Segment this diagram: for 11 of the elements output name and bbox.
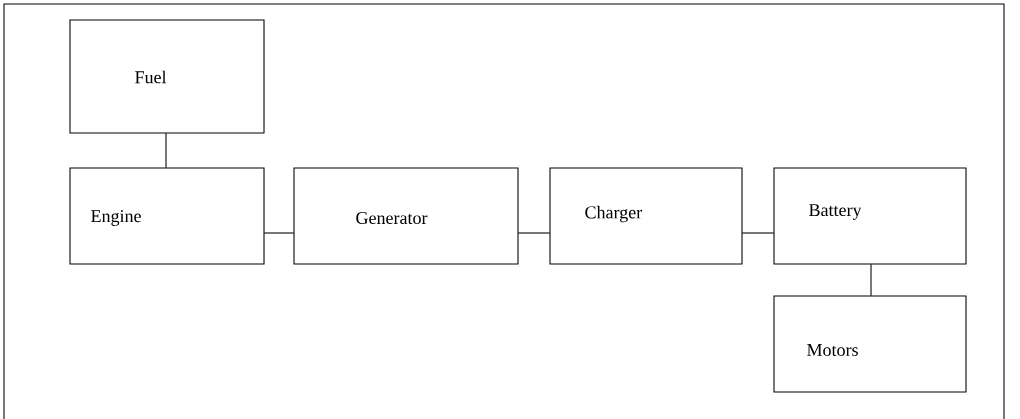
connector-line (517, 232, 551, 234)
connector-line (165, 132, 167, 169)
process-box: Generator (293, 167, 519, 265)
connector-line (741, 232, 775, 234)
process-box: Charger (549, 167, 743, 265)
process-box: Engine (69, 167, 265, 265)
process-box: Fuel (69, 19, 265, 134)
process-box: Battery (773, 167, 967, 265)
connector-line (263, 232, 295, 234)
connector-line (870, 263, 872, 297)
process-box: Motors (773, 295, 967, 393)
